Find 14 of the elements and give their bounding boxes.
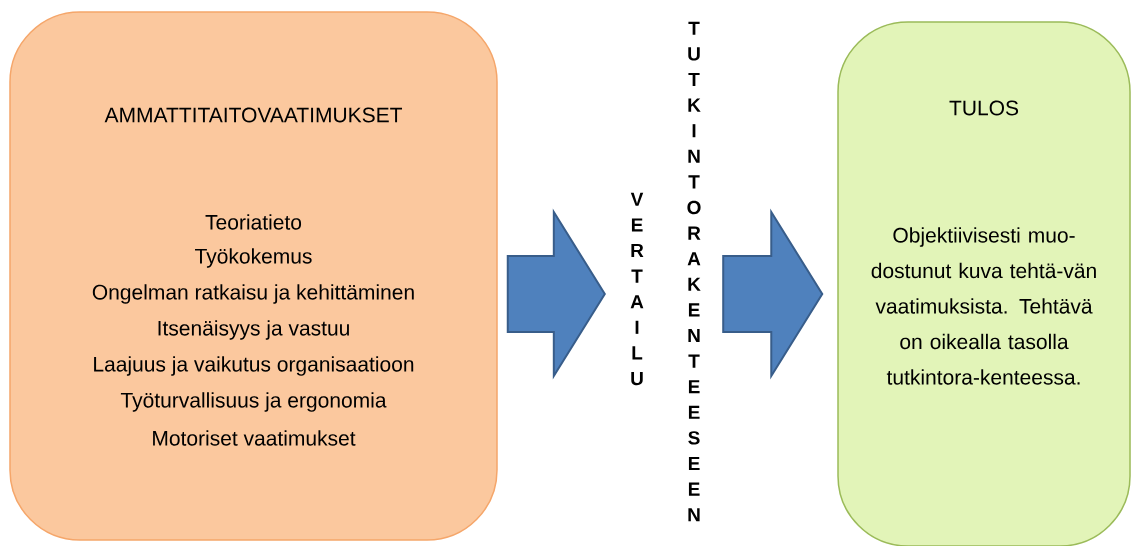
list-item: Ongelman ratkaisu ja kehittäminen [92,284,414,304]
body-text: Objektiivisesti muo-dostunut kuva tehtä-vän vaatimuksista. Tehtävä on oikealla tasolla tutkintora-kenteessa. [871,227,1096,385]
vertical-label: VERTAILU [630,192,644,386]
block-arrow [722,208,824,380]
heading: AMMATTITAITOVAATIMUKSET [104,107,402,123]
list-item: Itsenäisyys ja vastuu [158,320,349,340]
list-item: Laajuus ja vaikutus organisaatioon [94,356,414,376]
heading: TULOS [949,100,1019,116]
block-arrow [506,208,606,380]
list-item: Motoriset vaatimukset [153,430,356,446]
list-item: Työkokemus [195,248,312,268]
list-item: Teoriatieto [205,214,302,230]
vertical-label: TUTKINTORAKENTEESEEN [687,21,701,522]
list-item: Työturvallisuus ja ergonomia [120,392,387,412]
